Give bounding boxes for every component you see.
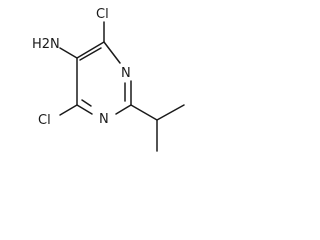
bond-ch-methyl-upper — [156, 104, 185, 121]
bond-c6-cl — [59, 104, 78, 116]
atom-cl-bottom: Cl — [38, 113, 51, 128]
pyrimidine-structure-diagram: Cl N N Cl H2N — [32, 7, 185, 152]
bond-n1-c2 — [115, 104, 132, 115]
bond-layer — [59, 21, 185, 152]
atom-amine: H2N — [32, 37, 60, 52]
atom-cl-top: Cl — [96, 7, 109, 22]
bond-n3-c4 — [103, 41, 121, 64]
bond-c4-c5 — [76, 41, 105, 59]
bond-c2-ch — [130, 104, 158, 121]
bond-c6-n1-double — [81, 99, 92, 107]
atom-label-layer: Cl N N Cl H2N — [32, 7, 131, 128]
atom-n-upper: N — [121, 66, 131, 81]
bond-c5-nh2 — [59, 47, 78, 59]
bond-c6-n1 — [76, 104, 93, 115]
bond-c4-c5-double — [79, 47, 102, 61]
atom-n-lower: N — [99, 112, 109, 127]
